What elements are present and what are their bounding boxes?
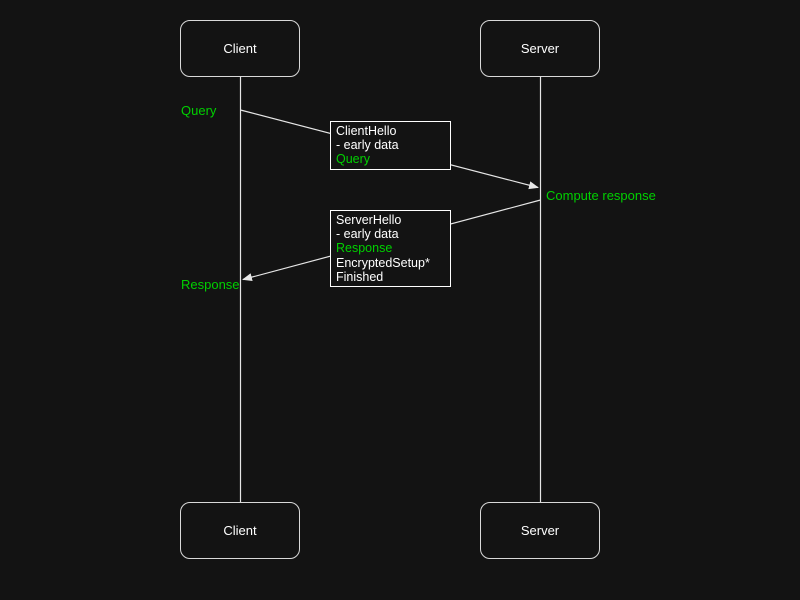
note-line: EncryptedSetup*	[336, 255, 430, 270]
message-label-query: Query	[181, 103, 217, 118]
actor-box-client-bottom: Client	[180, 502, 300, 559]
actor-box-client-top: Client	[180, 20, 300, 77]
actor-label-server-bottom: Server	[520, 523, 560, 538]
note-line: - early data	[336, 138, 399, 153]
note-line: Response	[336, 241, 393, 256]
message-label-response: Response	[181, 277, 240, 292]
actor-box-server-top: Server	[480, 20, 600, 77]
note-server-hello: ServerHello - early data Response Encryp…	[330, 210, 451, 288]
note-line: - early data	[336, 227, 399, 242]
note-client-hello: ClientHello - early data Query	[330, 121, 451, 170]
actor-label-server-top: Server	[520, 41, 560, 56]
note-line: Finished	[336, 269, 384, 284]
actor-box-server-bottom: Server	[480, 502, 600, 559]
note-line: Query	[336, 152, 371, 167]
message-label-compute-response: Compute response	[546, 188, 656, 203]
actor-label-client-top: Client	[223, 41, 257, 56]
actor-label-client-bottom: Client	[223, 523, 257, 538]
note-line: ServerHello	[336, 213, 402, 227]
note-line: ClientHello	[336, 124, 397, 138]
